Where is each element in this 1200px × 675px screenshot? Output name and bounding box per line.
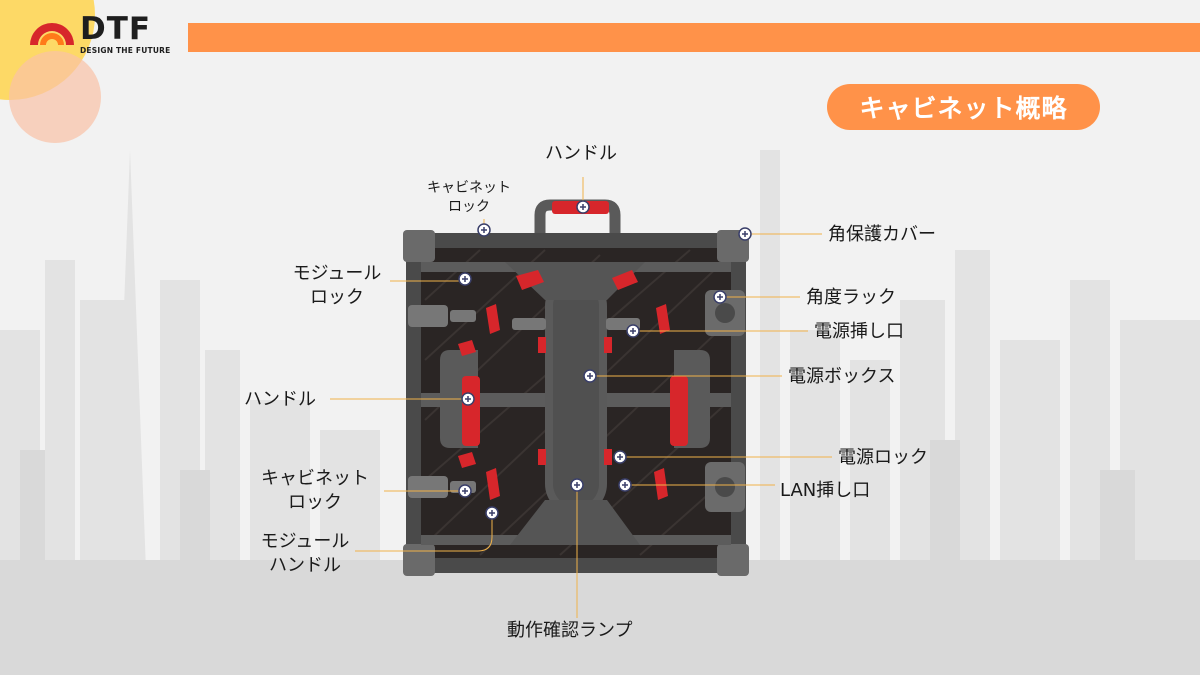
label-cabinet-lock-left: キャビネット ロック xyxy=(255,467,375,515)
label-module-handle-line2: ハンドル xyxy=(269,555,341,576)
logo-circles xyxy=(0,0,101,143)
label-module-lock-line2: ロック xyxy=(310,287,364,308)
label-corner-cover: 角保護カバー xyxy=(828,224,936,245)
cabinet-lock-bolts xyxy=(408,305,640,498)
label-module-lock: モジュール ロック xyxy=(282,262,392,310)
label-power-lock: 電源ロック xyxy=(838,447,928,468)
header-accent-bar xyxy=(188,23,1200,52)
label-power-box: 電源ボックス xyxy=(788,366,896,387)
label-cabinet-lock-left-line1: キャビネット xyxy=(261,468,369,489)
page-title: キャビネット概略 xyxy=(827,84,1100,130)
brand-name: DTF xyxy=(80,11,152,47)
module-lock-accents xyxy=(458,270,670,500)
label-module-lock-line1: モジュール xyxy=(292,263,382,284)
label-power-inlet: 電源挿し口 xyxy=(814,321,904,342)
label-cabinet-lock-top-line2: ロック xyxy=(448,199,490,215)
label-angle-lock: 角度ラック xyxy=(806,287,896,308)
label-lan-port: LAN挿し口 xyxy=(780,480,871,501)
power-box xyxy=(505,262,645,545)
label-top-handle: ハンドル xyxy=(545,143,617,164)
label-cabinet-lock-left-line2: ロック xyxy=(288,492,342,513)
label-cabinet-lock-top-line1: キャビネット xyxy=(427,180,511,196)
label-status-lamp: 動作確認ランプ xyxy=(507,620,633,641)
label-module-handle: モジュール ハンドル xyxy=(250,530,360,578)
label-side-handle: ハンドル xyxy=(244,389,316,410)
label-cabinet-lock-top: キャビネット ロック xyxy=(414,179,524,217)
brand-tagline: DESIGN THE FUTURE xyxy=(80,46,171,55)
label-module-handle-line1: モジュール xyxy=(260,531,350,552)
brand-logo: DTF DESIGN THE FUTURE xyxy=(0,0,190,160)
